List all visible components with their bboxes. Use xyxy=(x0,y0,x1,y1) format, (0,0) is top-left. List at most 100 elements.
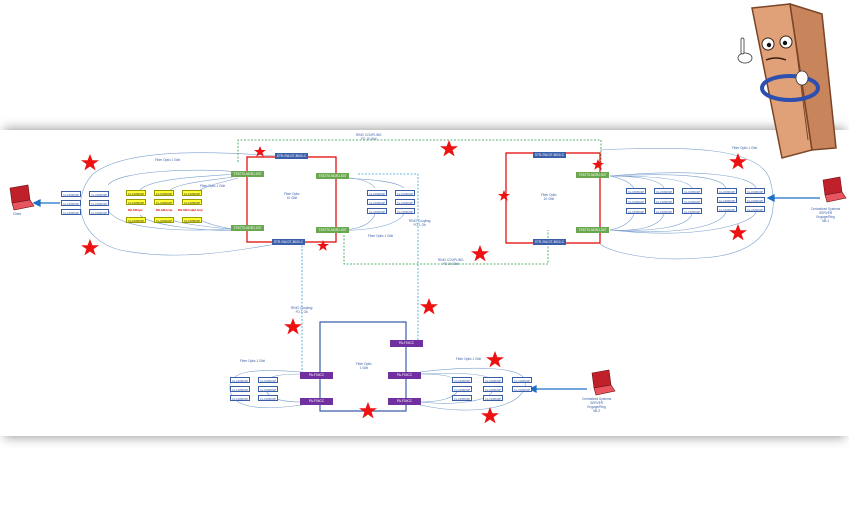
access-node[interactable]: TSS770-NGRJ-S07 xyxy=(231,225,264,231)
switch-node[interactable]: STR-SW-DT-8000-C xyxy=(275,153,308,159)
ont-device[interactable]: CL-FD8000P xyxy=(483,395,503,401)
diagram-strip xyxy=(0,130,849,436)
ring-bottom xyxy=(319,321,407,412)
ont-device-highlighted[interactable]: CL-FD8000P xyxy=(154,217,174,223)
ont-device[interactable]: CL-FD8000P xyxy=(512,377,532,383)
access-node[interactable]: TSS770-NGRJ-S07 xyxy=(231,171,264,177)
stars xyxy=(81,140,747,424)
ont-device[interactable]: CL-FD8000P xyxy=(745,188,765,194)
red-note: RH-SIS-tvd/pf-tcnp xyxy=(178,208,203,212)
switch-node[interactable]: STR-SW-DT-8000-C xyxy=(533,152,566,158)
laptop-icon-bottom xyxy=(591,369,616,396)
star-icon xyxy=(420,298,438,315)
fiber-label: Fiber Optic 1 Gbit xyxy=(155,158,180,162)
ont-device[interactable]: CL-FD8000P xyxy=(626,188,646,194)
ont-device-highlighted[interactable]: CL-FD8000P xyxy=(154,199,174,205)
olt-node[interactable]: PA-F04CC xyxy=(388,398,421,405)
ont-device-highlighted[interactable]: CL-FD8000P xyxy=(182,199,202,205)
ont-device[interactable]: CL-FD8000P xyxy=(626,198,646,204)
client-arrows xyxy=(32,193,820,394)
access-node[interactable]: TSS770-NGRJ-S07 xyxy=(576,227,609,233)
ont-device[interactable]: CL-FD8000P xyxy=(452,377,472,383)
access-node[interactable]: TSS770-NGRJ-S07 xyxy=(316,227,349,233)
star-icon xyxy=(498,190,510,201)
ont-device[interactable]: CL-FD8000P xyxy=(89,191,109,197)
star-icon xyxy=(359,402,377,419)
cables-right xyxy=(599,147,774,260)
ont-device-highlighted[interactable]: CL-FD8000P xyxy=(126,199,146,205)
access-node[interactable]: TSS770-NGRJ-S07 xyxy=(576,172,609,178)
ont-device[interactable]: CL-FD8000P xyxy=(258,377,278,383)
laptop-icon-left xyxy=(9,184,35,211)
fiber-label: Fiber Optic 1 Gbit xyxy=(200,184,225,188)
olt-node[interactable]: PA-F04CC xyxy=(300,398,333,405)
switch-node[interactable]: STR-SW-DT-8000-C xyxy=(272,239,305,245)
ont-device[interactable]: CL-FD8000P xyxy=(367,199,387,205)
link-right-down xyxy=(358,173,419,342)
ont-device-highlighted[interactable]: CL-FD8000P xyxy=(154,190,174,196)
ont-device[interactable]: CL-FD8000P xyxy=(682,208,702,214)
ont-device[interactable]: CL-FD8000P xyxy=(89,209,109,215)
ont-device[interactable]: CL-FD8000P xyxy=(230,377,250,383)
olt-node[interactable]: PA-F04CC xyxy=(390,340,423,347)
ont-device[interactable]: CL-FD8000P xyxy=(61,209,81,215)
ont-device[interactable]: CL-FD8000P xyxy=(258,386,278,392)
ont-device-highlighted[interactable]: CL-FD8000P xyxy=(126,217,146,223)
access-node[interactable]: TSS770-NGRJ-S07 xyxy=(316,173,349,179)
fiber-label: Fiber Optic 1 Gbit xyxy=(240,359,265,363)
ont-device[interactable]: CL-FD8000P xyxy=(745,197,765,203)
fiber-label: Fiber Optic 1 Gbit xyxy=(456,357,481,361)
ont-device[interactable]: CL-FD8000P xyxy=(654,208,674,214)
olt-node[interactable]: PA-F04CC xyxy=(300,372,333,379)
ring-right xyxy=(505,152,601,244)
ont-device[interactable]: CL-FD8000P xyxy=(230,386,250,392)
ont-device[interactable]: CL-FD8000P xyxy=(717,188,737,194)
ont-device[interactable]: CL-FD8000P xyxy=(61,191,81,197)
ont-device[interactable]: CL-FD8000P xyxy=(89,200,109,206)
ont-device[interactable]: CL-FD8000P xyxy=(452,395,472,401)
ont-device[interactable]: CL-FD8000P xyxy=(395,199,415,205)
ont-device[interactable]: CL-FD8000P xyxy=(745,206,765,212)
ont-device-highlighted[interactable]: CL-FD8000P xyxy=(182,190,202,196)
ont-device-highlighted[interactable]: CL-FD8000P xyxy=(182,217,202,223)
ont-device[interactable]: CL-FD8000P xyxy=(682,198,702,204)
ont-device[interactable]: CL-FD8000P xyxy=(626,208,646,214)
ont-device[interactable]: CL-FD8000P xyxy=(452,386,472,392)
ont-device[interactable]: CL-FD8000P xyxy=(483,386,503,392)
star-icon xyxy=(729,224,747,241)
star-icon xyxy=(481,407,499,424)
ont-device[interactable]: CL-FD8000P xyxy=(395,190,415,196)
fiber-label: Fiber Optic 1 Gbit xyxy=(368,234,393,238)
fiber-label: Fiber Optic 1 Gbit xyxy=(732,146,757,150)
client-left-label: Client xyxy=(13,212,22,216)
ont-device[interactable]: CL-FD8000P xyxy=(512,386,532,392)
star-icon xyxy=(254,146,266,157)
ont-device[interactable]: CL-FD8000P xyxy=(717,197,737,203)
ont-device-highlighted[interactable]: CL-FD8000P xyxy=(126,190,146,196)
ont-device[interactable]: CL-FD8000P xyxy=(230,395,250,401)
ont-device[interactable]: CL-FD8000P xyxy=(654,188,674,194)
ont-device[interactable]: CL-FD8000P xyxy=(654,198,674,204)
ont-device[interactable]: CL-FD8000P xyxy=(395,208,415,214)
red-note: RH-SIS-tps xyxy=(128,208,143,212)
olt-node[interactable]: PA-F04CC xyxy=(388,372,421,379)
ont-device[interactable]: CL-FD8000P xyxy=(682,188,702,194)
switch-node[interactable]: STR-SW-DT-8000-C xyxy=(533,239,566,245)
ont-device[interactable]: CL-FD8000P xyxy=(483,377,503,383)
star-icon xyxy=(729,153,747,170)
ont-device[interactable]: CL-FD8000P xyxy=(717,206,737,212)
red-note: RH-SIS-tcnp xyxy=(156,208,173,212)
ont-device[interactable]: CL-FD8000P xyxy=(258,395,278,401)
ont-device[interactable]: CL-FD8000P xyxy=(367,208,387,214)
ont-device[interactable]: CL-FD8000P xyxy=(61,200,81,206)
ont-device[interactable]: CL-FD8000P xyxy=(367,190,387,196)
